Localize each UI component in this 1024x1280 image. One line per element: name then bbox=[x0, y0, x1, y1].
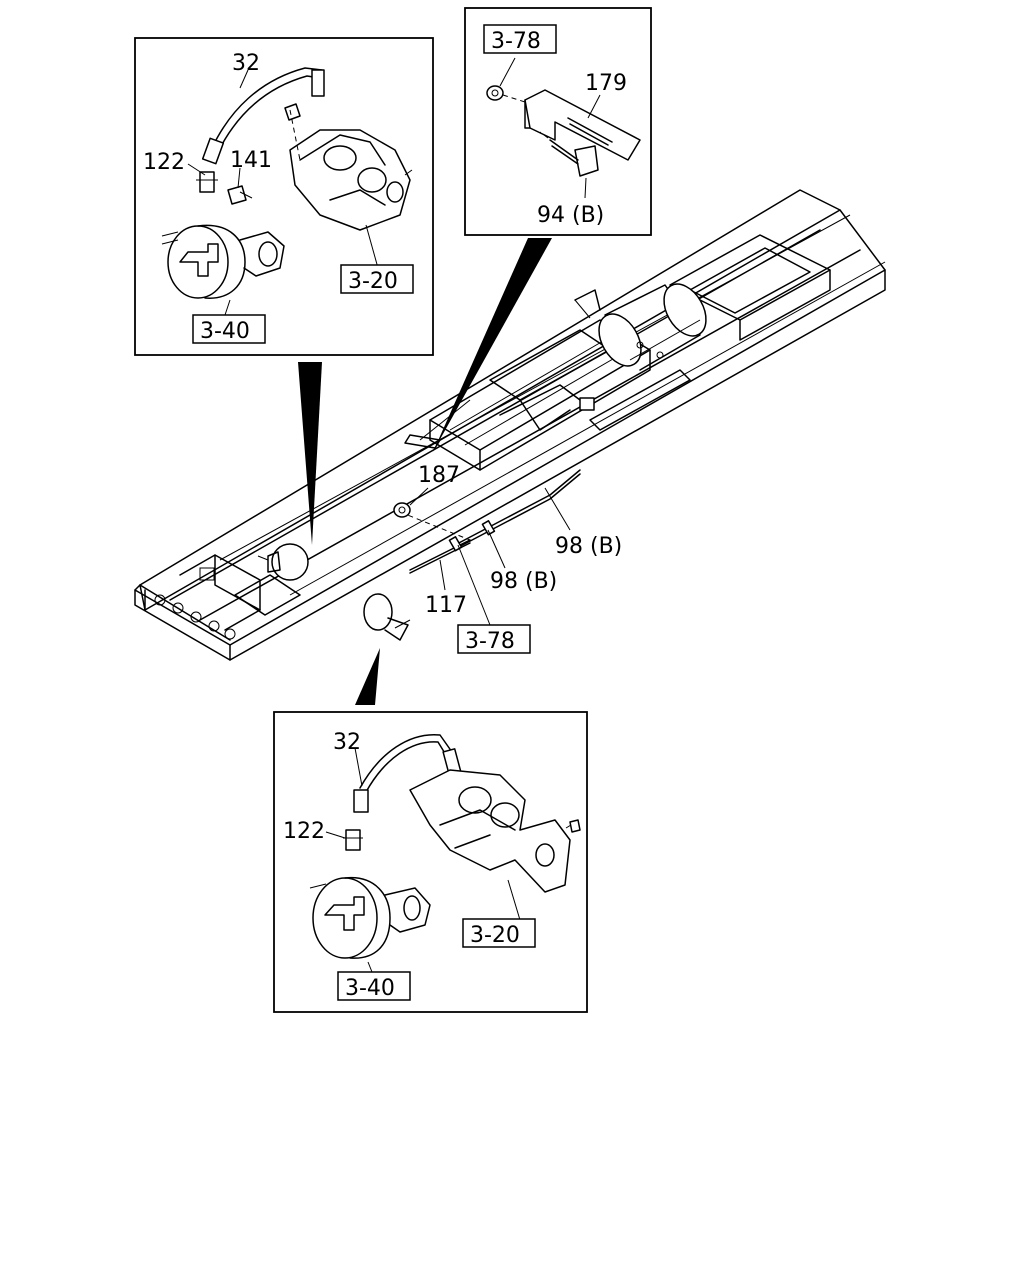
label-hose-32-top: 32 bbox=[232, 51, 260, 76]
leader-98b-lower bbox=[487, 529, 506, 569]
leader-117 bbox=[439, 559, 446, 591]
label-ref-3-40-top: 3-40 bbox=[200, 319, 250, 344]
ref-box-3-20-bottom bbox=[462, 918, 536, 948]
label-ref-3-40-bottom: 3-40 bbox=[345, 976, 395, 1001]
label-bolt-94b: 94 (B) bbox=[537, 203, 604, 228]
label-switch-141: 141 bbox=[230, 148, 272, 173]
label-clip-98b-upper: 98 (B) bbox=[555, 534, 622, 559]
label-fitting-122-bottom: 122 bbox=[283, 819, 325, 844]
ref-box-3-20-top bbox=[340, 264, 414, 294]
leader-wedge-top-right bbox=[433, 238, 552, 452]
label-nut-187: 187 bbox=[418, 463, 460, 488]
leader-98b-upper bbox=[544, 487, 571, 531]
label-hose-32-bottom: 32 bbox=[333, 730, 361, 755]
inset-top-left bbox=[134, 37, 434, 356]
label-ref-3-20-top: 3-20 bbox=[348, 269, 398, 294]
under-frame-chamber bbox=[363, 593, 411, 641]
leader-3-78-main bbox=[457, 544, 491, 626]
frame-brake-chamber bbox=[257, 543, 309, 581]
air-tank bbox=[574, 283, 707, 431]
chassis-frame bbox=[134, 189, 886, 661]
ref-box-3-78-top bbox=[483, 24, 557, 54]
label-ref-3-20-bottom: 3-20 bbox=[470, 923, 520, 948]
ref-box-3-78-main bbox=[457, 624, 531, 654]
label-ref-3-78-top: 3-78 bbox=[491, 29, 541, 54]
label-bracket-179: 179 bbox=[585, 71, 627, 96]
label-clip-98b-lower: 98 (B) bbox=[490, 569, 557, 594]
leader-wedge-top-left bbox=[298, 362, 322, 545]
leader-wedge-bottom bbox=[355, 648, 380, 705]
ref-box-3-40-top bbox=[192, 314, 266, 344]
label-pipe-117: 117 bbox=[425, 593, 467, 618]
inset-bottom bbox=[273, 711, 588, 1013]
label-fitting-122-top: 122 bbox=[143, 150, 185, 175]
ref-box-3-40-bottom bbox=[337, 971, 411, 1001]
label-ref-3-78-main: 3-78 bbox=[465, 629, 515, 654]
leader-187 bbox=[409, 487, 429, 506]
nut-187 bbox=[393, 502, 411, 518]
